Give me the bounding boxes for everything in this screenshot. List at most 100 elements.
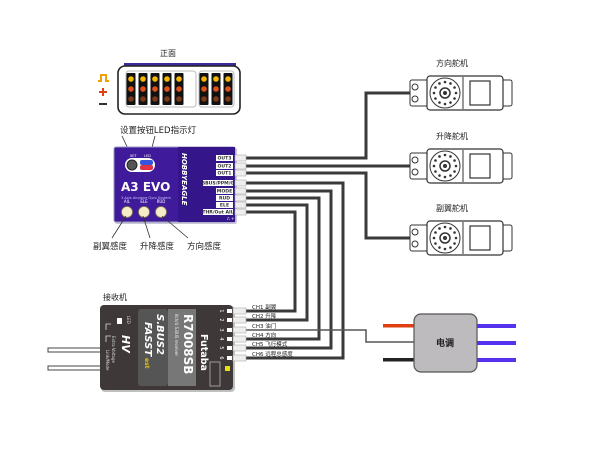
rx-status-led (225, 366, 230, 371)
port-connector (234, 154, 247, 162)
servo-label-plate (469, 80, 491, 106)
horn-hole (438, 174, 441, 177)
polarity-mark: ⎍ + − (227, 216, 239, 221)
pin-dot (140, 96, 146, 102)
servo-label-plate (469, 153, 491, 179)
servo-label: 副翼舵机 (436, 203, 468, 213)
rx-pin-marker (227, 309, 232, 313)
horn-hole (453, 231, 456, 234)
receiver-protocol-suffix: est (143, 358, 150, 369)
horn-hole (449, 246, 452, 249)
wire-ail-ch1 (246, 210, 297, 313)
horn-hole (434, 86, 437, 89)
knob-label-rud: RUD (157, 199, 166, 204)
horn-hole (449, 174, 452, 177)
rx-connector (232, 335, 247, 343)
pin-dot (128, 86, 134, 92)
horn-hole (434, 159, 437, 162)
pin-dot (176, 76, 182, 82)
horn-hole (438, 101, 441, 104)
front-view: 正面 (98, 49, 241, 115)
rx-pin-number: 5 (218, 346, 224, 349)
rx-pin-number: 2 (218, 318, 224, 321)
horn-hole (443, 153, 447, 157)
horn-hole (453, 97, 456, 100)
horn-hole (438, 246, 441, 249)
knob-ail[interactable] (121, 206, 133, 218)
rx-pin-number: 1 (218, 309, 224, 312)
knob-ele[interactable] (138, 206, 150, 218)
horn-hole (449, 82, 452, 85)
pin-dot (176, 86, 182, 92)
led-red (140, 165, 153, 170)
receiver-led-label: LED (126, 316, 131, 324)
esc-motor-wire-c (476, 358, 516, 362)
servo-3: 副翼舵机 (409, 203, 513, 256)
horn-hole (438, 82, 441, 85)
horn-hole (438, 155, 441, 158)
wire-ele-ch2 (246, 203, 309, 322)
wires (246, 91, 414, 360)
pin-dot (225, 86, 231, 92)
wire-out1-aileron-servo (246, 171, 410, 240)
channel-label-5: CH5 飞行模式 (252, 340, 288, 348)
horn-hole (443, 225, 447, 229)
receiver-led (117, 318, 122, 324)
servo-label: 方向舵机 (436, 58, 468, 68)
antenna-2 (47, 365, 104, 371)
pin-dot (152, 86, 158, 92)
rx-sbus-port (209, 361, 221, 387)
pin-dot (164, 76, 170, 82)
port-badge (203, 209, 233, 215)
rx-pin-number: 6 (218, 356, 224, 359)
mount-hole (411, 168, 419, 176)
receiver-link: Link/Mode (105, 350, 110, 371)
callout-line-ail (111, 215, 127, 239)
set-label: SET (130, 154, 137, 158)
pin-dot (213, 86, 219, 92)
port-badge (216, 163, 233, 169)
horn-hole (434, 170, 437, 173)
mount-hole (411, 240, 419, 248)
receiver-protocol: FASST (142, 322, 153, 357)
esc-power-negative (383, 358, 415, 362)
rx-connector (232, 326, 247, 334)
set-button[interactable] (126, 159, 138, 171)
rx-pin-marker (227, 346, 232, 350)
callout-set-button: 设置按钮 (120, 125, 155, 136)
mount-hole (411, 156, 419, 164)
port-connector (234, 179, 247, 187)
servo-label-plate (469, 225, 491, 251)
channel-label-2: CH2 升降 (252, 312, 277, 320)
callout-line-ele (142, 215, 151, 239)
antenna-1 (47, 347, 104, 353)
pin-dot (213, 96, 219, 102)
esc-body (413, 313, 478, 373)
horn-hole (453, 159, 456, 162)
rx-pin-marker (227, 337, 232, 341)
pin-dot (176, 96, 182, 102)
mount-hole (411, 95, 419, 103)
caption-rud-sensitivity: 方向感度 (187, 241, 222, 252)
channel-label-1: CH1 副翼 (252, 303, 277, 311)
gyro-subtitle: 3-Axis Airplane Gyro System (121, 196, 171, 200)
horn-hole (432, 164, 436, 168)
port-badge (216, 155, 233, 161)
horn-hole (449, 227, 452, 230)
horn-hole (438, 227, 441, 230)
plus-symbol-icon (99, 88, 107, 96)
caption-ail-sensitivity: 副翼感度 (93, 241, 128, 252)
port-badge (216, 195, 233, 201)
rx-connector (232, 344, 247, 352)
spline-center (443, 91, 447, 95)
pin-dot (128, 76, 134, 82)
receiver-brand: Futaba (198, 334, 209, 371)
caption-ele-sensitivity: 升降感度 (140, 241, 175, 252)
horn-hole (454, 164, 458, 168)
knob-rud[interactable] (155, 206, 167, 218)
wire-sbus-ch6 (246, 181, 345, 360)
pin-dot (164, 86, 170, 92)
esc: 电调 (383, 313, 516, 373)
pin-dot (201, 86, 207, 92)
rx-connector (232, 307, 247, 315)
